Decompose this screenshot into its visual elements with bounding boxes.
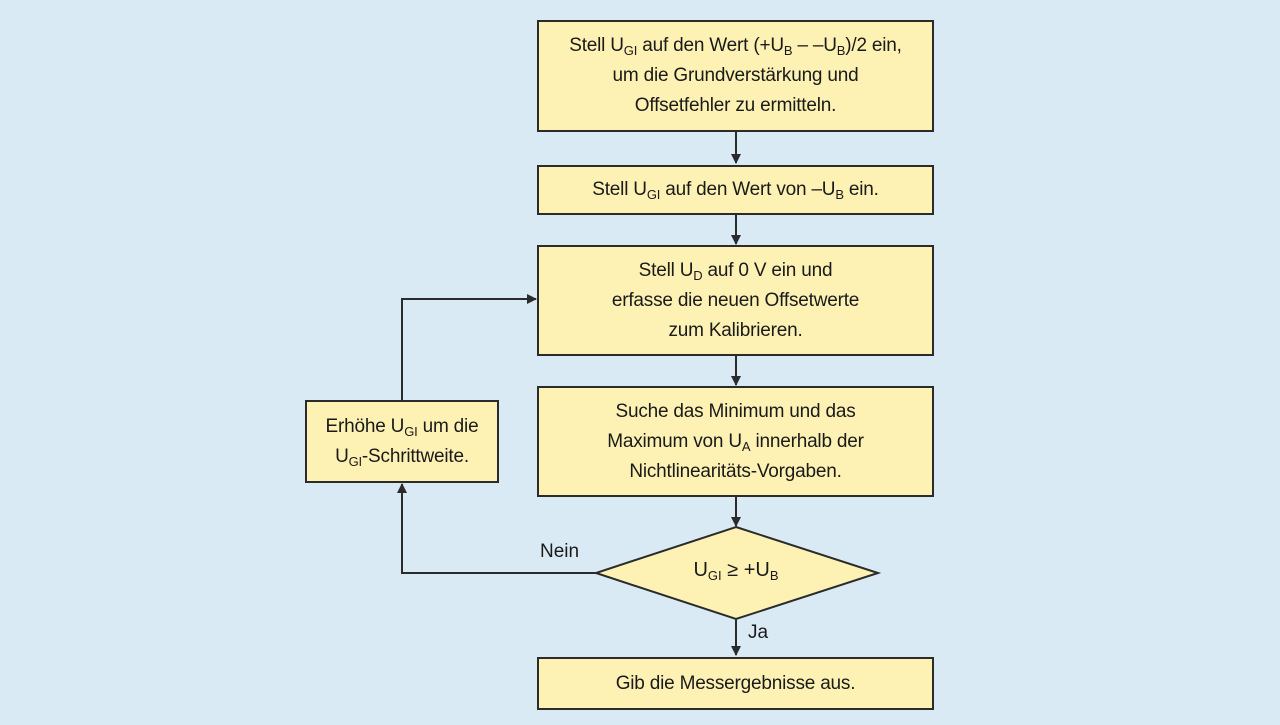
loop-line2: UGI-Schrittweite.: [335, 442, 469, 472]
process-box-find-min-max: Suche das Minimum und das Maximum von UA…: [537, 386, 934, 497]
box2-text-c: ein.: [843, 179, 879, 200]
box1-subscript-b1: B: [783, 43, 793, 58]
loop-line1: Erhöhe UGI um die: [326, 412, 479, 442]
box3-line2: erfasse die neuen Offsetwerte: [611, 289, 860, 311]
box3-text-b: auf 0 V ein und: [702, 259, 833, 281]
box2-line: Stell UGI auf den Wert von –UB ein.: [592, 175, 879, 205]
loop-text-b: um die: [417, 415, 479, 437]
box1-text-d: )/2 ein,: [845, 35, 902, 56]
loop-text-a: Erhöhe U: [325, 415, 405, 437]
box4-line2: Maximum von UA innerhalb der: [607, 427, 864, 457]
box2-text-a: Stell U: [592, 179, 647, 200]
loop-subscript-gi-2: GI: [348, 453, 363, 469]
box4-line1: Suche das Minimum und das: [615, 400, 856, 422]
box2-text-b: auf den Wert von –U: [660, 179, 836, 200]
process-box-initial-gain: Stell UGI auf den Wert (+UB – –UB)/2 ein…: [537, 20, 934, 132]
box4-line3: Nichtlinearitäts-Vorgaben.: [629, 460, 842, 482]
box3-subscript-d: D: [693, 267, 703, 283]
process-box-set-negative: Stell UGI auf den Wert von –UB ein.: [537, 165, 934, 215]
box4-subscript-a: A: [741, 438, 751, 454]
box4-text-b: innerhalb der: [750, 430, 864, 452]
box2-subscript-gi: GI: [646, 187, 661, 202]
process-box-increment-step: Erhöhe UGI um die UGI-Schrittweite.: [305, 400, 499, 483]
decision-text-a: U: [693, 559, 708, 581]
box1-text-c: – –U: [792, 35, 837, 56]
loop-text-d: -Schrittweite.: [361, 445, 469, 467]
box1-line3: Offsetfehler zu ermitteln.: [634, 95, 837, 116]
decision-subscript-gi: GI: [707, 568, 722, 583]
arrow-loop-to-box3: [401, 294, 537, 400]
box1-subscript-gi: GI: [623, 43, 638, 58]
decision-subscript-b: B: [769, 568, 779, 583]
decision-text-b: ≥ +U: [721, 559, 770, 581]
box1-subscript-b2: B: [836, 43, 846, 58]
process-box-offset-calibration: Stell UD auf 0 V ein und erfasse die neu…: [537, 245, 934, 356]
box1-text-b: auf den Wert (+U: [637, 35, 784, 56]
box1-text-a: Stell U: [569, 35, 624, 56]
arrow-decision-to-loop: [397, 483, 596, 574]
process-box-output-results: Gib die Messergebnisse aus.: [537, 657, 934, 710]
box3-text-a: Stell U: [638, 259, 694, 281]
branch-label-yes: Ja: [748, 622, 769, 643]
box1-line2: um die Grundverstärkung und: [612, 65, 859, 86]
box1-line1: Stell UGI auf den Wert (+UB – –UB)/2 ein…: [569, 31, 902, 61]
decision-label: UGI ≥ +UB: [656, 559, 816, 582]
loop-subscript-gi-1: GI: [404, 423, 418, 439]
box3-line1: Stell UD auf 0 V ein und: [639, 256, 833, 286]
box3-line3: zum Kalibrieren.: [668, 319, 803, 341]
end-box-label: Gib die Messergebnisse aus.: [615, 672, 856, 694]
branch-label-no: Nein: [540, 541, 580, 562]
box2-subscript-b: B: [835, 187, 844, 202]
loop-text-c: U: [335, 445, 349, 467]
box4-text-a: Maximum von U: [607, 430, 742, 452]
